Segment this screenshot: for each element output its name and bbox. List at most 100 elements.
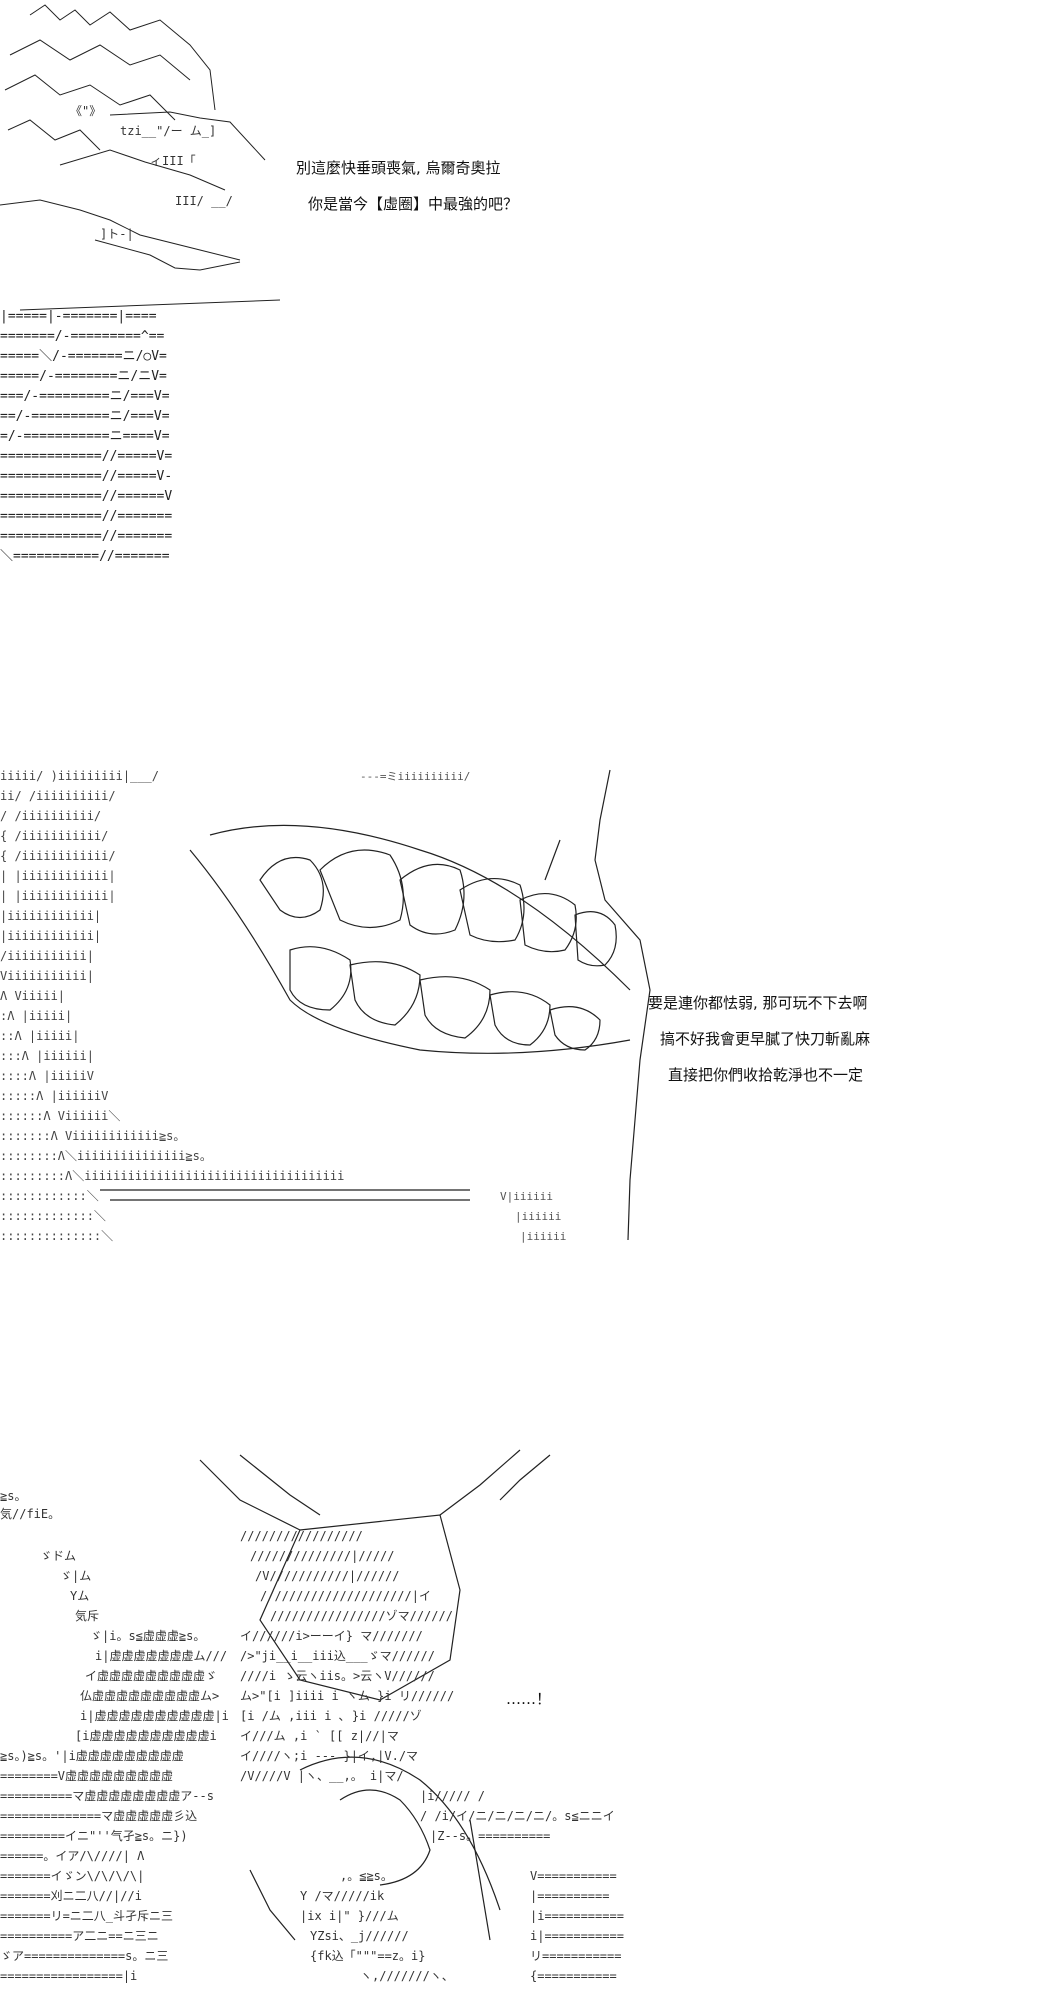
svg-text:=====/-========ニ/ニV=: =====/-========ニ/ニV= — [0, 369, 167, 384]
svg-text:イ虚虚虚虚虚虚虚虚虚ゞ: イ虚虚虚虚虚虚虚虚虚ゞ — [85, 1669, 217, 1683]
svg-text:/ /i/イ/ニ/ニ/ニ/ニ/。s≦ニニイ: / /i/イ/ニ/ニ/ニ/ニ/。s≦ニニイ — [420, 1809, 615, 1823]
svg-text:YZsi、_j//////: YZsi、_j////// — [310, 1929, 409, 1943]
svg-text:::::Λ |iiiiiV: ::::Λ |iiiiiV — [0, 1069, 94, 1083]
svg-text:イ////ヽ;i --- }|イ,|V./マ: イ////ヽ;i --- }|イ,|V./マ — [240, 1749, 418, 1763]
svg-text::::::::::::::＼: :::::::::::::＼ — [0, 1209, 106, 1223]
svg-text:|iiiiii: |iiiiii — [515, 1210, 561, 1223]
panel-3: ≧s。 気//fiЕ。 ゞドム ゞ|ム Yム 気斥 ゞ|i。s≦虚虚虚≧s。 i… — [0, 1440, 1048, 2000]
svg-text:/V////V |ヽ、__,。 i|マ/: /V////V |ヽ、__,。 i|マ/ — [240, 1769, 404, 1783]
svg-text:|iiiiiiiiiiii|: |iiiiiiiiiiii| — [0, 929, 101, 943]
dialogue-line: 要是連你都怯弱, 那可玩不下去啊 — [648, 994, 868, 1012]
svg-text:=======/-=========^==: =======/-=========^== — [0, 329, 165, 344]
svg-text:ヽ,///////ヽ、: ヽ,///////ヽ、 — [360, 1969, 454, 1983]
svg-text:| |iiiiiiiiiiii|: | |iiiiiiiiiiii| — [0, 889, 116, 903]
svg-text:ゞア==============s。ニ三: ゞア==============s。ニ三 — [0, 1949, 168, 1963]
svg-text:イ///ム ,i ` [[ z|//|マ: イ///ム ,i ` [[ z|//|マ — [240, 1729, 399, 1743]
ascii-art-character-2: ≧s。 気//fiЕ。 ゞドム ゞ|ム Yム 気斥 ゞ|i。s≦虚虚虚≧s。 i… — [0, 1440, 700, 2000]
svg-text:|==========: |========== — [530, 1889, 609, 1903]
svg-text:==/-==========ニ/===V=: ==/-==========ニ/===V= — [0, 409, 170, 424]
svg-text:/ /iiiiiiiiii/: / /iiiiiiiiii/ — [0, 809, 101, 823]
svg-text:イ//////i>ーーイ} マ///////: イ//////i>ーーイ} マ/////// — [240, 1629, 423, 1643]
svg-text:=======刈ニ二八//|//i: =======刈ニ二八//|//i — [0, 1889, 142, 1903]
svg-text:::::::::::::＼: ::::::::::::＼ — [0, 1189, 99, 1203]
svg-text:=========イニ"''气孑≧s。ニ}): =========イニ"''气孑≧s。ニ}) — [0, 1828, 188, 1843]
svg-text:======。イア/\////| Λ: ======。イア/\////| Λ — [0, 1849, 145, 1863]
svg-text:|iiiiii: |iiiiii — [520, 1230, 566, 1243]
svg-text:=======リ=ニ二八_斗孑斥ニ三: =======リ=ニ二八_斗孑斥ニ三 — [0, 1909, 173, 1923]
svg-text:/>"ji__i__iii込___ゞマ//////: />"ji__i__iii込___ゞマ////// — [240, 1649, 435, 1663]
svg-text:V|iiiiii: V|iiiiii — [500, 1190, 553, 1203]
svg-text:ィIII「: ィIII「 — [150, 154, 196, 168]
svg-text:i|虚虚虚虚虚虚虚ム///: i|虚虚虚虚虚虚虚ム/// — [95, 1649, 227, 1663]
svg-text:::::::Λ Viiiiii＼: ::::::Λ Viiiiii＼ — [0, 1109, 120, 1123]
svg-text:{fk込「"""==z。i}: {fk込「"""==z。i} — [310, 1949, 425, 1963]
svg-text:==========ア二ニ==ニ三ニ: ==========ア二ニ==ニ三ニ — [0, 1929, 159, 1943]
svg-text:Viiiiiiiiiii|: Viiiiiiiiiii| — [0, 969, 94, 983]
svg-text:III/ __/: III/ __/ — [175, 194, 233, 208]
svg-text:＼===========//=======: ＼===========//======= — [0, 549, 170, 564]
svg-text:---=ミiiiiiiiiii/: ---=ミiiiiiiiiii/ — [360, 770, 470, 783]
svg-text://////////////|/////: //////////////|///// — [250, 1549, 395, 1563]
svg-text:i|虚虚虚虚虚虚虚虚虚虚|i: i|虚虚虚虚虚虚虚虚虚虚|i — [80, 1709, 229, 1723]
svg-text:=============//======V: =============//======V — [0, 489, 172, 504]
svg-text:==============マ虚虚虚虚虚彡込: ==============マ虚虚虚虚虚彡込 — [0, 1809, 197, 1823]
svg-text:|i===========: |i=========== — [530, 1909, 624, 1923]
svg-text:=/-===========ニ====V=: =/-===========ニ====V= — [0, 429, 170, 444]
dialogue-line: 搞不好我會更早膩了快刀斬亂麻 — [660, 1030, 871, 1048]
svg-text:=============//=======: =============//======= — [0, 509, 172, 524]
svg-text::::::Λ |iiiiiiV: :::::Λ |iiiiiiV — [0, 1089, 108, 1103]
svg-text:Yム: Yム — [70, 1589, 89, 1603]
svg-text:========V虚虚虚虚虚虚虚虚虚: ========V虚虚虚虚虚虚虚虚虚 — [0, 1769, 173, 1783]
svg-text:=================|i: =================|i — [0, 1969, 137, 1983]
svg-text:::::::::::::::＼: ::::::::::::::＼ — [0, 1229, 113, 1243]
svg-text:::::::::Λ＼iiiiiiiiiiiiiii≧s。: ::::::::Λ＼iiiiiiiiiiiiiii≧s。 — [0, 1149, 212, 1163]
svg-text:{ /iiiiiiiiiiii/: { /iiiiiiiiiiii/ — [0, 849, 116, 863]
svg-text:|Z--s。==========: |Z--s。========== — [430, 1829, 550, 1843]
svg-text:[i虚虚虚虚虚虚虚虚虚虚i: [i虚虚虚虚虚虚虚虚虚虚i — [75, 1729, 217, 1743]
svg-text:ゞ|i。s≦虚虚虚≧s。: ゞ|i。s≦虚虚虚≧s。 — [90, 1629, 205, 1643]
svg-text:i|===========: i|=========== — [530, 1929, 624, 1943]
svg-text:=====＼/-=======ニ/○V=: =====＼/-=======ニ/○V= — [0, 349, 167, 364]
dialogue-line: 你是當今【虛圈】中最強的吧？ — [308, 195, 519, 213]
svg-text:≧s。: ≧s。 — [0, 1489, 26, 1503]
svg-text:ゞドム: ゞドム — [40, 1549, 76, 1563]
svg-text:=============//=====V-: =============//=====V- — [0, 469, 172, 484]
svg-text:=============//=======: =============//======= — [0, 529, 172, 544]
svg-text:≧s。)≧s。'|i虚虚虚虚虚虚虚虚虚: ≧s。)≧s。'|i虚虚虚虚虚虚虚虚虚 — [0, 1749, 184, 1763]
svg-text:|i///// /: |i///// / — [420, 1789, 485, 1803]
svg-text:| |iiiiiiiiiiii|: | |iiiiiiiiiiii| — [0, 869, 116, 883]
svg-text:V===========: V=========== — [530, 1869, 617, 1883]
svg-text:////i ゝ云ヽiis。>云ヽV//////: ////i ゝ云ヽiis。>云ヽV////// — [240, 1669, 435, 1683]
svg-text:iiiii/ )iiiiiiiii|___/: iiiii/ )iiiiiiiii|___/ — [0, 769, 159, 783]
sfx-text: ……！ — [506, 1690, 552, 1708]
svg-text:{===========: {=========== — [530, 1969, 617, 1983]
ascii-art-character-1: 《"》 tzi__"/ー ム_] ィIII「 III/ __/ ]ト-| |==… — [0, 0, 280, 580]
svg-text:{ /iiiiiiiiiii/: { /iiiiiiiiiii/ — [0, 829, 108, 843]
svg-text:[i /ム ,iii i ､ }i /////ゾ: [i /ム ,iii i ､ }i /////ゾ — [240, 1709, 422, 1723]
svg-text:===/-=========ニ/===V=: ===/-=========ニ/===V= — [0, 389, 170, 404]
svg-text:仏虚虚虚虚虚虚虚虚虚ム>: 仏虚虚虚虚虚虚虚虚虚ム> — [80, 1689, 219, 1703]
svg-text:気//fiЕ。: 気//fiЕ。 — [0, 1506, 60, 1521]
speech-text-2: 要是連你都怯弱, 那可玩不下去啊 搞不好我會更早膩了快刀斬亂麻 直接把你們收拾乾… — [648, 985, 870, 1093]
svg-text:/V///////////|//////: /V///////////|////// — [255, 1569, 400, 1583]
panel-2: iiiii/ )iiiiiiiii|___/ ii/ /iiiiiiiiii/ … — [0, 760, 1048, 1270]
speech-text-1: 別這麼快垂頭喪氣, 烏爾奇奧拉 你是當今【虛圈】中最強的吧？ — [296, 150, 518, 222]
svg-text:::Λ |iiiii|: ::Λ |iiiii| — [0, 1029, 79, 1043]
svg-text:リ===========: リ=========== — [530, 1949, 621, 1963]
svg-text:気斥: 気斥 — [75, 1608, 99, 1623]
svg-text:////////////////ゾマ//////: ////////////////ゾマ////// — [270, 1609, 453, 1623]
svg-text:|ix i|" }///ム: |ix i|" }///ム — [300, 1909, 399, 1923]
svg-text:=======イゞン\/\/\/\|: =======イゞン\/\/\/\| — [0, 1869, 144, 1883]
svg-text:Λ Viiiii|: Λ Viiiii| — [0, 989, 65, 1003]
svg-text:ム>"[i ]iiii i ヽム }i リ//////: ム>"[i ]iiii i ヽム }i リ////// — [240, 1689, 454, 1703]
svg-text:ii/ /iiiiiiiiii/: ii/ /iiiiiiiiii/ — [0, 789, 116, 803]
svg-text:《"》: 《"》 — [70, 104, 101, 118]
svg-text://///////////////////|イ: /////////////////////|イ — [260, 1589, 431, 1603]
svg-text::::Λ |iiiiii|: :::Λ |iiiiii| — [0, 1049, 94, 1063]
svg-text:|=====|-=======|====: |=====|-=======|==== — [0, 309, 157, 324]
svg-text::::::::Λ Viiiiiiiiiiii≧s。: :::::::Λ Viiiiiiiiiiii≧s。 — [0, 1129, 185, 1143]
svg-text:tzi__"/ー ム_]: tzi__"/ー ム_] — [120, 124, 216, 138]
svg-text::::::::::Λ＼iiiiiiiiiiiiiiiiiii: :::::::::Λ＼iiiiiiiiiiiiiiiiiiiiiiiiiiiii… — [0, 1169, 344, 1183]
svg-text:=============//=====V=: =============//=====V= — [0, 449, 172, 464]
svg-text://///////////////: ///////////////// — [240, 1529, 363, 1543]
